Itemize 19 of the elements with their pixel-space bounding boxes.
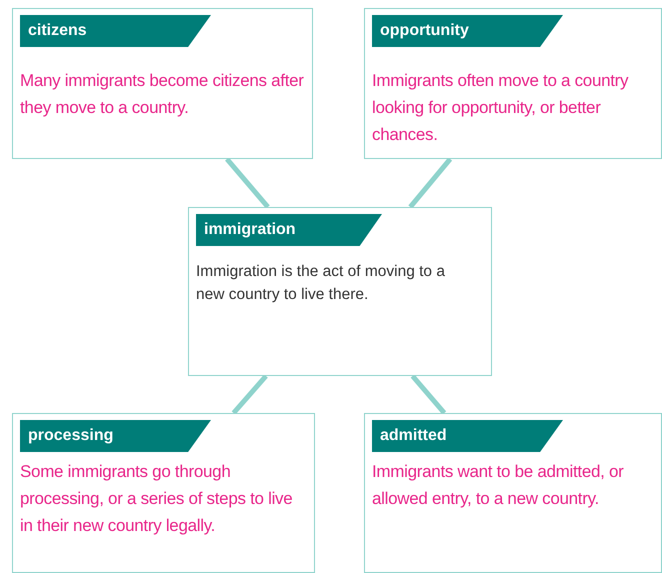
term-banner: admitted (372, 420, 563, 452)
connector-line (232, 374, 268, 415)
example-sentence: Many immigrants become citizens after they move to a country. (20, 70, 305, 119)
term-card (12, 8, 313, 159)
term-card (188, 207, 492, 376)
term-banner: opportunity (372, 15, 563, 47)
example-sentence: Immigrants want to be admitted, or allowed entry, to a new country. (372, 461, 625, 510)
term-banner: citizens (20, 15, 211, 47)
example-sentence: Some immigrants go through processing, or a series of steps to live in their new country legally. (20, 461, 294, 537)
term-card (364, 413, 662, 573)
term-card (364, 8, 662, 159)
connector-line (225, 157, 270, 209)
example-sentence: Immigrants often move to a country looking for opportunity, or better chances. (372, 70, 630, 146)
term-card (12, 413, 315, 573)
definition-text: Immigration is the act of moving to a new country to live there. (196, 262, 446, 305)
term-banner: processing (20, 420, 211, 452)
term-banner: immigration (196, 214, 382, 246)
connector-line (408, 157, 452, 209)
connector-line (410, 374, 446, 415)
